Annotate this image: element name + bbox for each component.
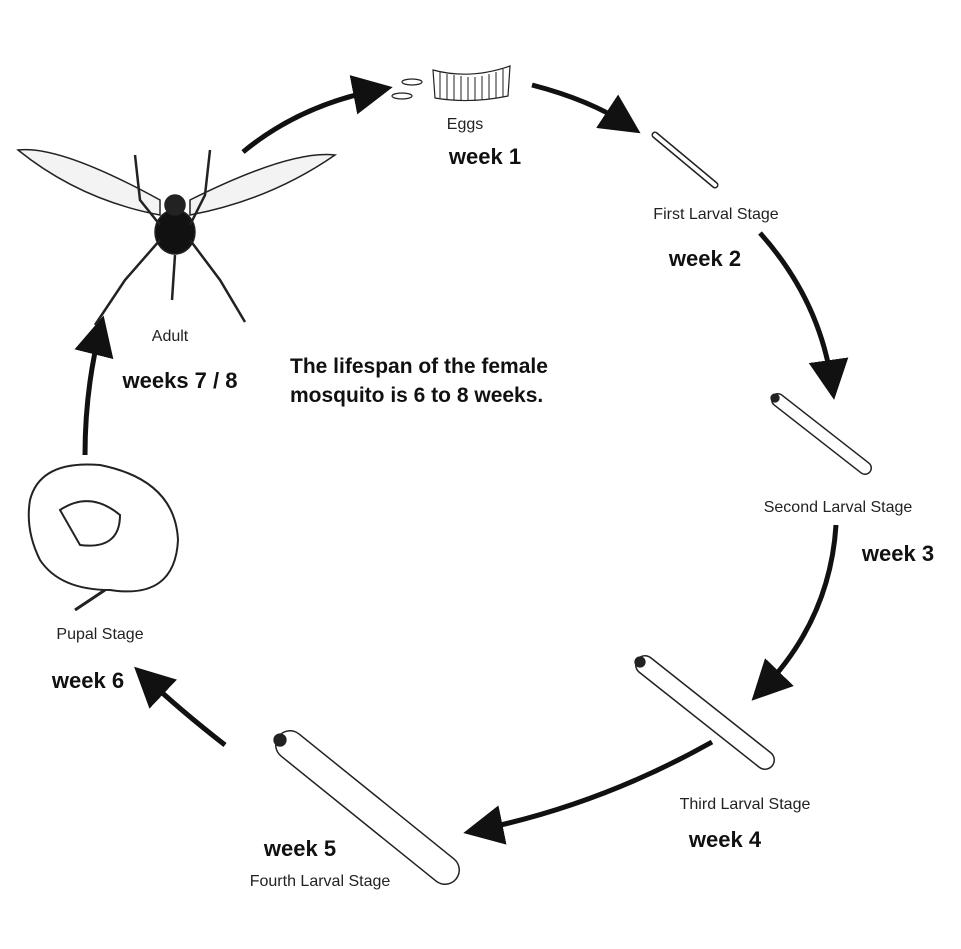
fourth-larval-week: week 5 [263, 836, 337, 861]
adult-weeks: weeks 7 / 8 [122, 368, 238, 393]
first-larval-stage-label: First Larval Stage [653, 206, 779, 223]
arrow-adult-to-eggs [241, 75, 393, 154]
pupal-stage-label: Pupal Stage [56, 626, 144, 643]
cycle-arrows [74, 75, 849, 845]
third-larval-stage-label: Third Larval Stage [679, 796, 811, 813]
pupa-illustration [27, 463, 180, 612]
second-larval-stage-label: Second Larval Stage [763, 499, 913, 516]
arrow-eggs-to-larva1 [531, 82, 641, 134]
eggs-label: Eggs [446, 116, 484, 133]
lifespan-note: The lifespan of the female mosquito is 6… [290, 352, 548, 410]
second-larval-week: week 3 [861, 541, 935, 566]
fourth-larval-stage-label: Fourth Larval Stage [249, 873, 391, 890]
arrow-larva1-to-larva2 [758, 231, 849, 400]
first-larval-week: week 2 [668, 246, 742, 271]
adult-label: Adult [151, 328, 189, 345]
larva-illustrations [273, 131, 872, 885]
arrow-pupa-to-adult [74, 315, 114, 456]
lifespan-note-line2: mosquito is 6 to 8 weeks. [290, 384, 544, 407]
arrow-larva2-to-larva3 [751, 524, 839, 701]
adult-mosquito-illustration [16, 148, 338, 326]
eggs-illustration [391, 65, 511, 102]
arrow-larva3-to-larva4 [463, 739, 714, 845]
third-larval-week: week 4 [688, 827, 762, 852]
lifespan-note-line1: The lifespan of the female [290, 355, 548, 378]
arrow-larva4-to-pupa [134, 666, 227, 747]
eggs-week: week 1 [448, 144, 522, 169]
pupal-week: week 6 [51, 668, 125, 693]
